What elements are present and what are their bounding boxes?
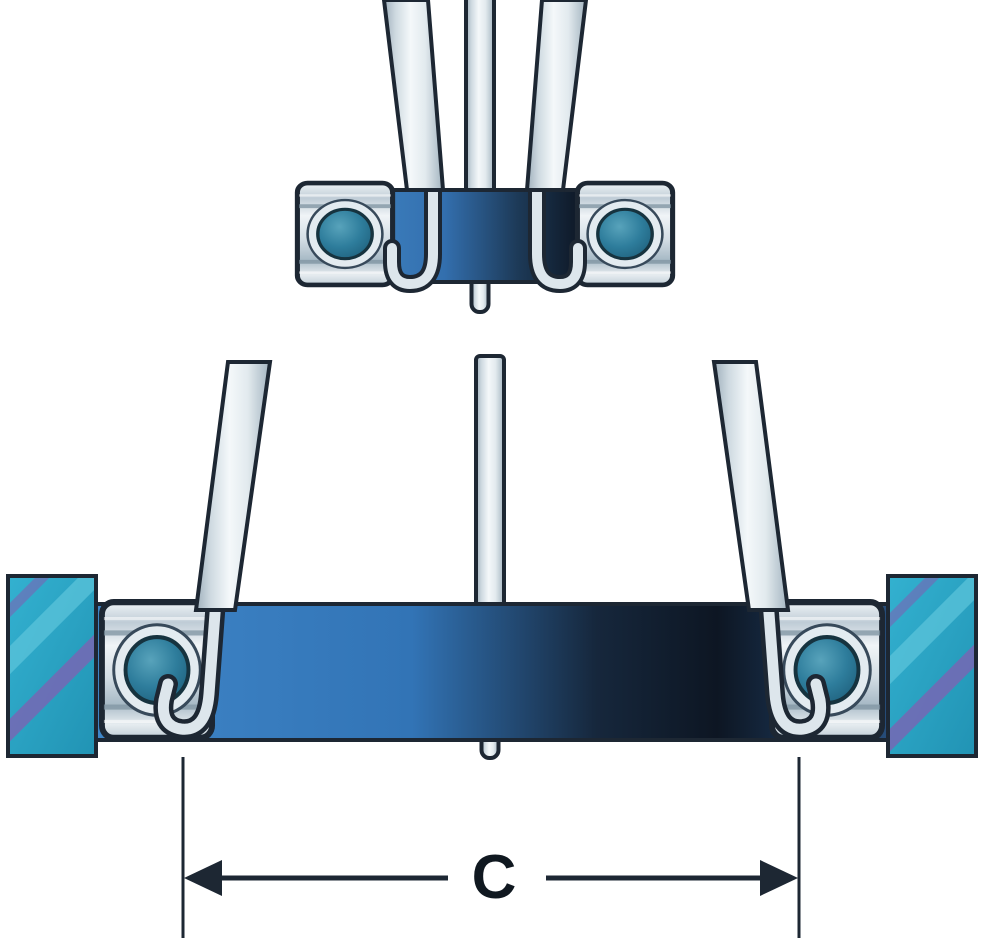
- jaw-hook-top-left: [383, 151, 442, 293]
- spindle-bottom: [474, 354, 506, 614]
- arrowhead-left-icon: [184, 860, 222, 896]
- puller-arm-top-right: [524, 0, 589, 192]
- arrowhead-right-icon: [760, 860, 798, 896]
- dimension-label-c: C: [472, 843, 517, 912]
- support-block-right: [886, 574, 978, 758]
- puller-extended-assembly: [6, 354, 978, 760]
- puller-arm-bottom-left: [193, 360, 273, 612]
- puller-closed-assembly: [297, 0, 672, 314]
- jaw-hook-top-right: [528, 151, 587, 293]
- bearing-top-left: [297, 183, 392, 285]
- puller-arm-bottom-right: [711, 360, 791, 612]
- jaw-hook-bottom-right: [758, 590, 831, 740]
- jaw-hook-bottom-left: [153, 590, 226, 740]
- puller-arm-top-left: [381, 0, 446, 192]
- support-block-left: [6, 574, 98, 758]
- dimension-annotation: C: [181, 757, 801, 938]
- bearing-top-right: [577, 183, 672, 285]
